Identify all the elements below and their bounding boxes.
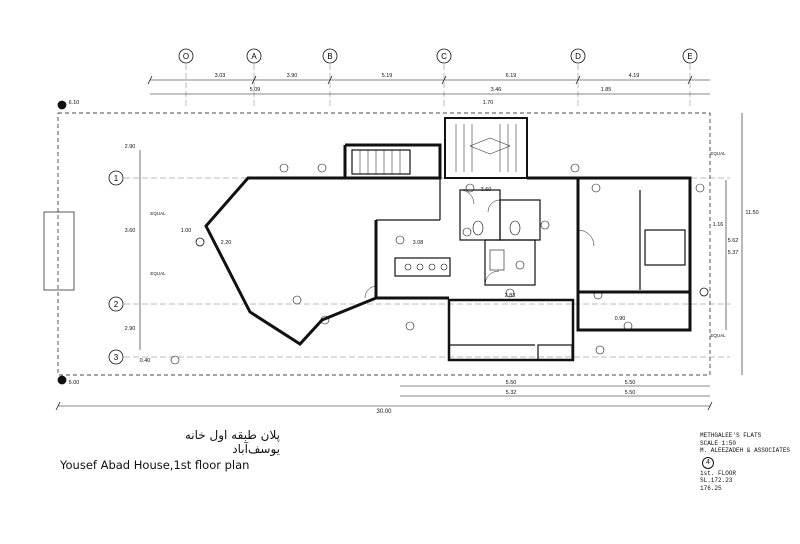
sheet-number: 4: [702, 456, 714, 469]
equal-label: EQUAL: [150, 271, 166, 276]
kitchen-wall: [374, 220, 449, 300]
dimension-text: 5.09: [250, 87, 261, 93]
title-scale: SCALE 1:50: [700, 439, 737, 447]
title-ref-1: SL.172.23: [700, 477, 733, 484]
dimension-text: 2.90: [125, 326, 136, 332]
grid-bubble-col: C: [436, 48, 452, 64]
site-boundary: [57, 112, 711, 376]
grid-bubble-row: 2: [108, 296, 124, 312]
core-wall-east: [527, 176, 692, 294]
level-text: 3.08: [413, 240, 424, 246]
level-text: 0.40: [140, 358, 151, 364]
dimension-text: 5.62: [728, 238, 739, 244]
caption-persian: پلان طبقه اول خانه یوسف‌آباد: [184, 428, 280, 456]
neighbour-block: [43, 211, 75, 291]
kitchen-counter: [394, 257, 451, 277]
right-wing-wall: [576, 292, 692, 332]
bathroom-3: [484, 239, 536, 286]
dimension-text: 2.90: [125, 144, 136, 150]
grid-bubble-col: E: [682, 48, 698, 64]
level-text: 0.90: [615, 316, 626, 322]
south-projection: [447, 298, 575, 362]
bathroom-1: [459, 189, 501, 241]
grid-bubble-col: A: [246, 48, 262, 64]
grid-bubble-row: 1: [108, 170, 124, 186]
title-block: METHGALEE'S FLATS SCALE 1:50 M. ALEEZADE…: [700, 432, 790, 492]
dimension-text: 5.32: [506, 390, 517, 396]
grid-label: 3: [114, 353, 119, 362]
stair-flight: [351, 149, 411, 175]
dimension-text: 6.19: [506, 73, 517, 79]
dimension-text: 5.50: [506, 380, 517, 386]
level-text: 1.70: [483, 100, 494, 106]
dimension-text: 5.19: [382, 73, 393, 79]
dimension-text: 4.19: [629, 73, 640, 79]
title-floor: 1st. FLOOR: [700, 469, 737, 477]
grid-label: E: [687, 52, 692, 61]
caption-english: Yousef Abad House,1st floor plan: [60, 458, 250, 472]
grid-bubble-row: 3: [108, 349, 124, 365]
dimension-text: 3.60: [125, 228, 136, 234]
grid-bubble-col: B: [322, 48, 338, 64]
equal-label: EQUAL: [710, 151, 726, 156]
level-text: 1.16: [713, 222, 724, 228]
level-text: 2.20: [221, 240, 232, 246]
grid-label: C: [441, 52, 447, 61]
level-text: 6.10: [69, 100, 80, 106]
level-text: 1.00: [181, 228, 192, 234]
level-text: 2.83: [505, 293, 516, 299]
grid-label: B: [327, 52, 332, 61]
dimension-text: 5.50: [625, 380, 636, 386]
dimension-text: 11.50: [745, 210, 758, 216]
grid-label: 1: [114, 174, 119, 183]
dimension-text: 1.85: [601, 87, 612, 93]
grid-bubble-col: D: [570, 48, 586, 64]
dimension-text: 3.90: [287, 73, 298, 79]
stair-core: [444, 117, 528, 179]
dimension-text: 5.50: [625, 390, 636, 396]
left-bay-wall: [204, 176, 377, 346]
dimension-text: 3.03: [215, 73, 226, 79]
level-text: 5.00: [69, 380, 80, 386]
equal-label: EQUAL: [710, 333, 726, 338]
title-project: METHGALEE'S FLATS: [700, 432, 762, 439]
dimension-text: 5.37: [728, 250, 739, 256]
bathroom-2: [499, 199, 541, 241]
title-ref-2: 176.25: [700, 484, 722, 492]
level-text: 3.60: [481, 187, 492, 193]
storage: [537, 344, 573, 361]
grid-label: A: [251, 52, 257, 61]
grid-label: 2: [114, 300, 119, 309]
equal-label: EQUAL: [150, 211, 166, 216]
overall-dimension: 30.00: [376, 409, 392, 415]
wardrobe: [644, 229, 686, 266]
grid-label: O: [183, 52, 189, 61]
dimension-text: 3.46: [491, 87, 502, 93]
grid-bubble-col: O: [178, 48, 194, 64]
grid-label: D: [575, 52, 581, 61]
title-firm: M. ALEEZADEH & ASSOCIATES: [700, 447, 791, 454]
